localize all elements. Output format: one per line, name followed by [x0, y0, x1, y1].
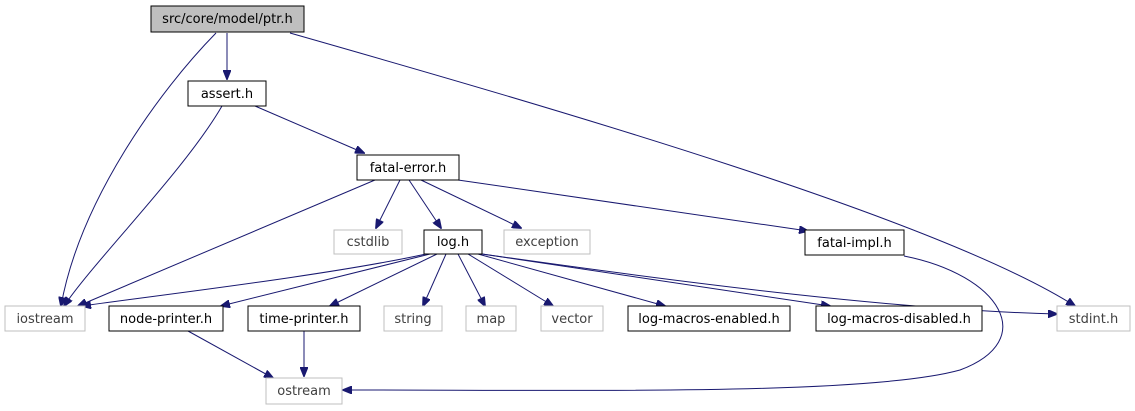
edge-log-to-log-macros-enabled — [477, 253, 665, 306]
edge-node-printer-to-ostream — [187, 330, 273, 378]
edge-log-to-time-printer — [330, 253, 438, 306]
node-ptr-h[interactable]: src/core/model/ptr.h — [150, 5, 305, 33]
edge-assert-to-iostream — [64, 105, 223, 306]
node-node-printer-h[interactable]: node-printer.h — [108, 305, 224, 332]
node-exception[interactable]: exception — [503, 229, 591, 255]
edge-fatal-error-to-exception — [420, 179, 521, 228]
edge-log-to-map — [457, 253, 485, 306]
edge-assert-to-fatal-error — [254, 105, 364, 153]
node-fatal-impl-h[interactable]: fatal-impl.h — [804, 229, 905, 256]
node-vector-label: vector — [551, 312, 593, 327]
edge-fatal-error-to-fatal-impl — [457, 179, 808, 231]
node-iostream[interactable]: iostream — [4, 305, 86, 332]
node-assert-h[interactable]: assert.h — [187, 80, 267, 107]
edge-log-to-string — [423, 253, 447, 306]
node-exception-label: exception — [515, 235, 579, 250]
nodes: src/core/model/ptr.h assert.h fatal-erro… — [4, 5, 1131, 405]
node-ostream-label: ostream — [277, 384, 331, 399]
node-ostream[interactable]: ostream — [265, 377, 343, 405]
node-fatal-error-h[interactable]: fatal-error.h — [356, 154, 460, 181]
node-assert-h-label: assert.h — [201, 87, 253, 102]
edge-ptr-to-stdint — [289, 32, 1075, 306]
edge-fatal-impl-to-ostream — [343, 255, 1004, 390]
node-stdint-h[interactable]: stdint.h — [1056, 305, 1131, 332]
node-cstdlib[interactable]: cstdlib — [333, 229, 403, 255]
node-log-h[interactable]: log.h — [423, 229, 483, 255]
node-string[interactable]: string — [383, 305, 443, 332]
node-time-printer-h[interactable]: time-printer.h — [247, 305, 361, 332]
edge-log-to-log-macros-disabled — [481, 253, 830, 306]
node-log-macros-enabled-h[interactable]: log-macros-enabled.h — [627, 305, 791, 332]
node-time-printer-h-label: time-printer.h — [259, 312, 348, 327]
node-fatal-impl-h-label: fatal-impl.h — [817, 236, 891, 251]
node-map[interactable]: map — [465, 305, 517, 332]
node-string-label: string — [394, 312, 431, 327]
node-map-label: map — [477, 312, 506, 327]
edge-log-to-node-printer — [221, 253, 431, 306]
edge-log-to-vector — [467, 253, 553, 306]
node-stdint-h-label: stdint.h — [1069, 312, 1118, 327]
node-log-macros-enabled-h-label: log-macros-enabled.h — [638, 312, 779, 327]
node-vector[interactable]: vector — [540, 305, 604, 332]
node-log-macros-disabled-h-label: log-macros-disabled.h — [827, 312, 971, 327]
node-iostream-label: iostream — [16, 312, 73, 327]
edges — [61, 32, 1075, 390]
edge-log-to-iostream — [82, 253, 427, 306]
edge-log-to-stdint — [481, 253, 1057, 314]
edge-ptr-to-iostream — [61, 32, 217, 306]
node-log-h-label: log.h — [437, 235, 469, 250]
edge-fatal-error-to-cstdlib — [376, 179, 401, 228]
node-ptr-h-label: src/core/model/ptr.h — [162, 12, 293, 27]
edge-fatal-error-to-log — [408, 179, 441, 228]
node-fatal-error-h-label: fatal-error.h — [370, 161, 447, 176]
node-node-printer-h-label: node-printer.h — [120, 312, 212, 327]
node-cstdlib-label: cstdlib — [347, 235, 390, 250]
edge-fatal-error-to-iostream — [78, 179, 376, 306]
node-log-macros-disabled-h[interactable]: log-macros-disabled.h — [815, 305, 983, 332]
